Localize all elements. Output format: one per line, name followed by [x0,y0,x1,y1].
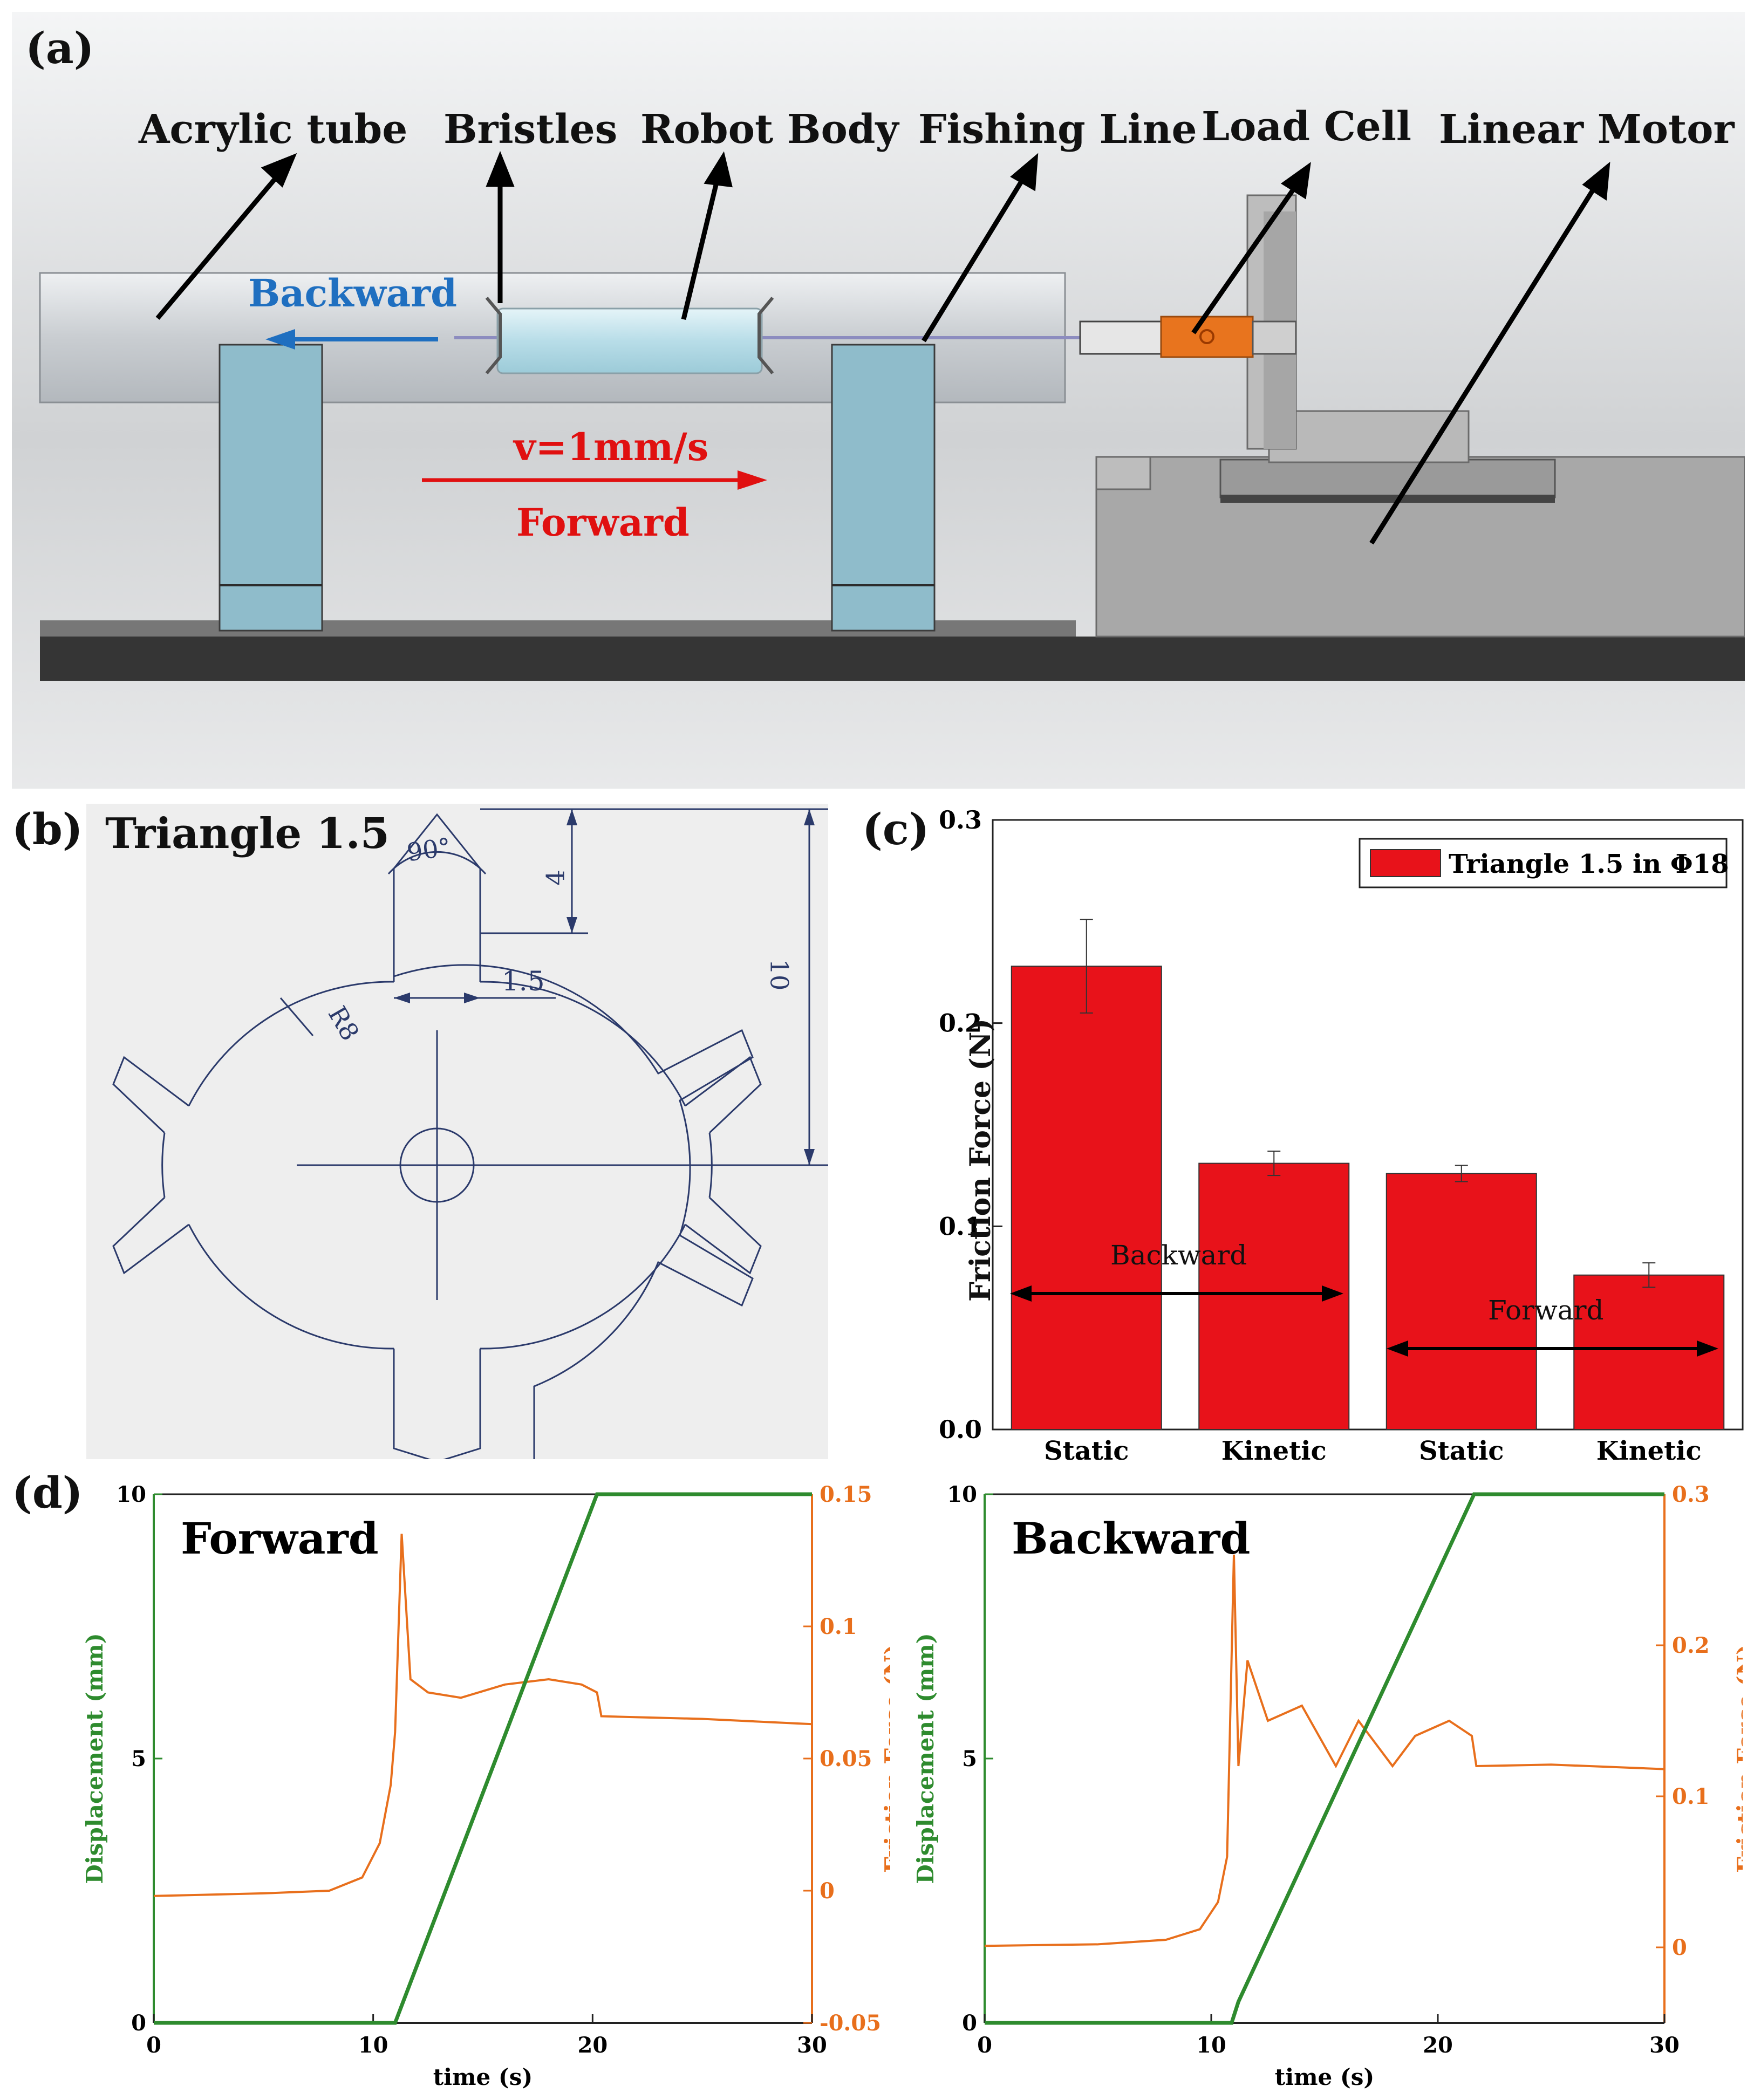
bristle-drawing [112,808,828,1459]
panel-b-title: Triangle 1.5 [105,809,390,858]
forward-double-arrow-head [1697,1340,1718,1357]
panel-a-letter: (a) [25,23,94,73]
dim-width: 1.5 [502,966,545,997]
bristles [485,297,774,374]
bristle-outline [393,964,754,1459]
tube-support-left [219,344,323,632]
tube-support-right [831,344,936,632]
dim-total: 10 [765,959,794,991]
x-category-label: Static [1044,1436,1129,1466]
y-right-tick-label: 0.15 [820,1482,872,1507]
label-bristles: Bristles [443,106,618,153]
panel-c-letter: (c) [862,804,930,854]
y-right-tick-label: 0.2 [1672,1633,1710,1658]
y-left-tick-label: 5 [962,1746,977,1771]
y-tick-label: 0.1 [939,1212,982,1241]
panel-d-letter: (d) [12,1467,83,1518]
backward-double-arrow-head [1010,1285,1032,1302]
x-tick-label: 20 [577,2033,608,2058]
y-right-tick-label: 0.1 [820,1614,857,1639]
chart-title: Forward [181,1513,379,1564]
x-axis-title: time (s) [1275,2064,1375,2090]
y-tick-label: 0.0 [939,1415,982,1444]
dim-tip-length: 4 [541,870,570,886]
forward-double-arrow-head [1387,1340,1408,1357]
y-right-tick-label: 0.3 [1672,1482,1710,1507]
displacement-series [154,1492,812,2025]
label-fishing-line: Fishing Line [918,106,1197,153]
x-tick-label: 30 [1649,2033,1680,2058]
backward-double-arrow-head [1322,1285,1343,1302]
x-category-label: Static [1419,1436,1504,1466]
panel-c-backward: Backward [1110,1240,1247,1271]
friction-force-series [984,1554,1665,1947]
label-velocity: v=1mm/s [514,425,709,469]
chart-title: Backward [1012,1513,1250,1564]
y-left-axis-title: Displacement (mm) [912,1633,939,1884]
label-load-cell: Load Cell [1202,104,1412,150]
y-left-tick-label: 10 [116,1482,146,1507]
y-right-tick-label: 0 [820,1878,835,1904]
legend-swatch [1370,849,1441,877]
x-tick-label: 0 [146,2033,161,2058]
x-tick-label: 30 [797,2033,827,2058]
forward-line-chart: 0 10 20 30 0 5 10 -0.05 0 0.05 0.1 0.15Displacement… [81,1482,890,2090]
panel-b: Triangle 1.5 90° 4 1.5 R8 10 [86,804,828,1459]
y-left-tick-label: 0 [131,2010,146,2036]
y-left-tick-label: 0 [962,2010,977,2036]
panel-a: (a) Acrylic tube Bristles Robot Body Fis… [12,12,1745,789]
robot-body [496,307,763,374]
x-tick-label: 10 [1196,2033,1226,2058]
load-cell [1160,316,1254,358]
x-category-label: Kinetic [1221,1436,1327,1466]
legend-label: Triangle 1.5 in Φ18 [1449,849,1729,879]
plot-area [154,1494,812,2023]
y-left-axis-title: Displacement (mm) [81,1633,108,1884]
base-plate [40,637,1745,681]
y-right-tick-label: 0.1 [1672,1784,1710,1809]
panel-b-letter: (b) [12,804,83,854]
label-backward: Backward [248,271,458,316]
y-left-tick-label: 5 [131,1746,146,1771]
y-right-tick-label: -0.05 [820,2010,881,2036]
label-linear-motor: Linear Motor [1439,106,1735,153]
panel-c-forward: Forward [1488,1295,1604,1326]
y-tick-label: 0.3 [939,805,982,834]
plot-area [985,1494,1664,2023]
y-right-axis-title: Friction Force (N) [880,1644,890,1873]
test-rig-illustration [12,12,1745,789]
label-robot-body: Robot Body [640,106,899,153]
x-tick-label: 0 [977,2033,992,2058]
y-right-tick-label: 0.05 [820,1746,872,1771]
friction-force-series [153,1534,813,1897]
panel-c-ylabel: Friction Force (N) [964,1018,997,1302]
label-acrylic-tube: Acrylic tube [139,106,408,153]
y-right-tick-label: 0 [1672,1935,1687,1960]
x-tick-label: 10 [358,2033,388,2058]
x-category-label: Kinetic [1596,1436,1702,1466]
bar [1011,966,1162,1430]
x-tick-label: 20 [1423,2033,1453,2058]
x-axis-title: time (s) [433,2064,533,2090]
displacement-series [985,1492,1664,2025]
y-right-axis-title: Friction Force (N) [1732,1644,1743,1873]
pointer-arrows [155,151,1610,545]
bar [1386,1173,1537,1431]
dim-angle: 90° [405,832,453,867]
y-left-tick-label: 10 [947,1482,977,1507]
y-tick-label: 0.2 [939,1009,982,1038]
label-forward: Forward [516,500,690,545]
